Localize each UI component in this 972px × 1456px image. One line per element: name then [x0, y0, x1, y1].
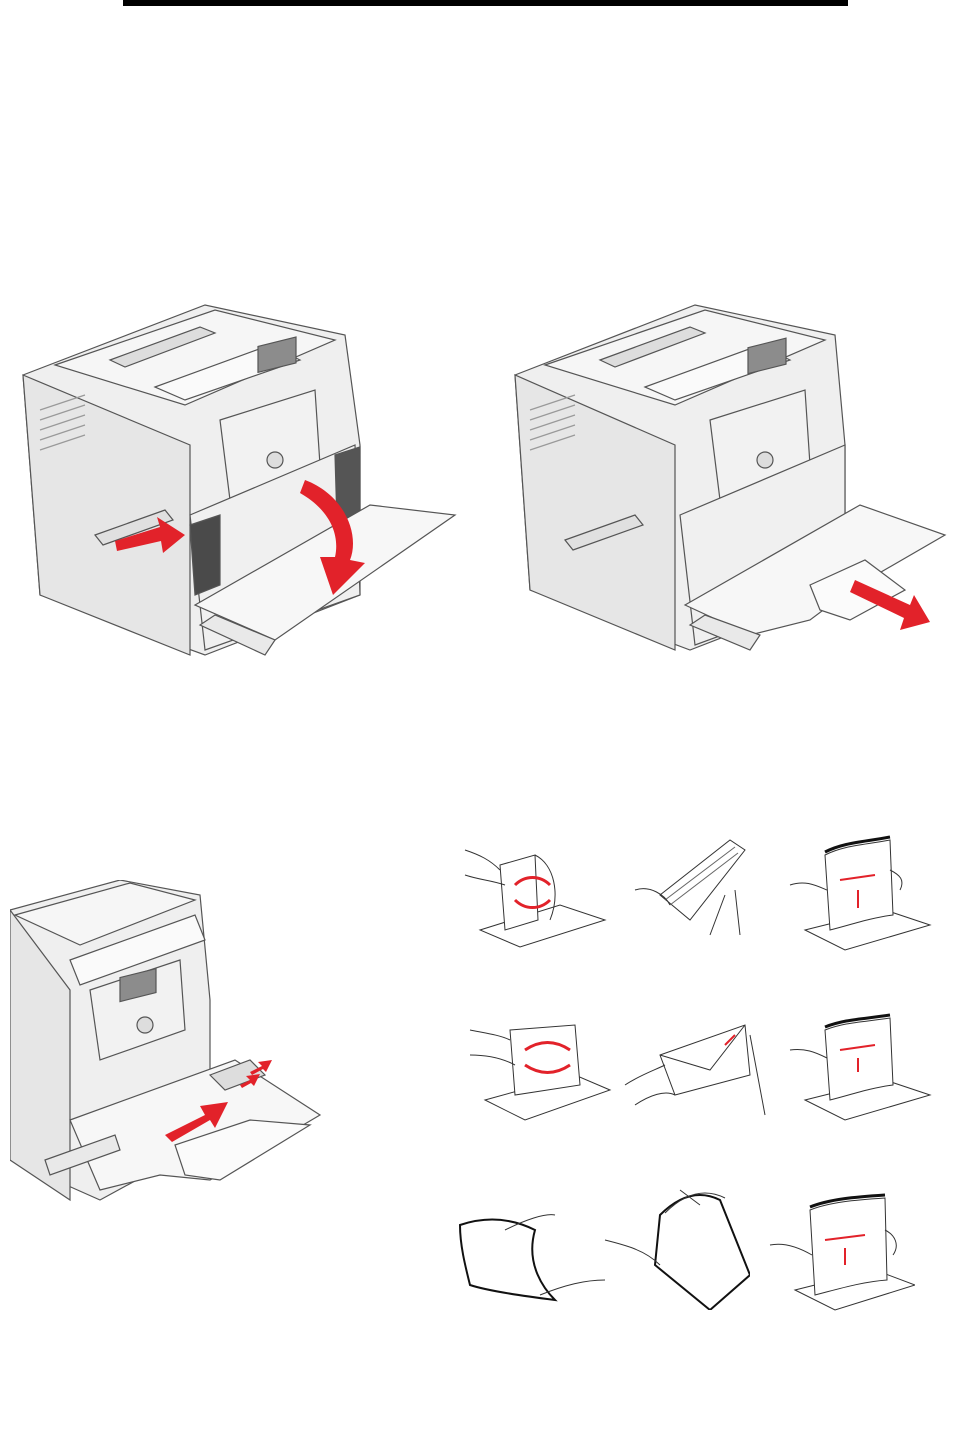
printer-extend-tray-illustration	[510, 290, 950, 660]
printer-open-door-illustration	[15, 295, 465, 665]
paper-flex-stack-icon	[460, 825, 610, 950]
paper-fan-stack-icon	[630, 835, 780, 960]
transparencies-hold-by-edges-icon	[455, 1195, 605, 1320]
envelopes-flex-stack-icon	[465, 1015, 615, 1140]
paper-straighten-edges-icon	[785, 830, 935, 955]
transparencies-fan-stack-icon	[600, 1185, 750, 1310]
envelopes-fan-stack-icon	[620, 1015, 770, 1140]
transparencies-straighten-edges-icon	[765, 1190, 915, 1315]
header-rule	[123, 0, 848, 6]
printer-slide-width-guide-illustration	[10, 880, 335, 1230]
envelopes-straighten-edges-icon	[785, 1010, 935, 1135]
